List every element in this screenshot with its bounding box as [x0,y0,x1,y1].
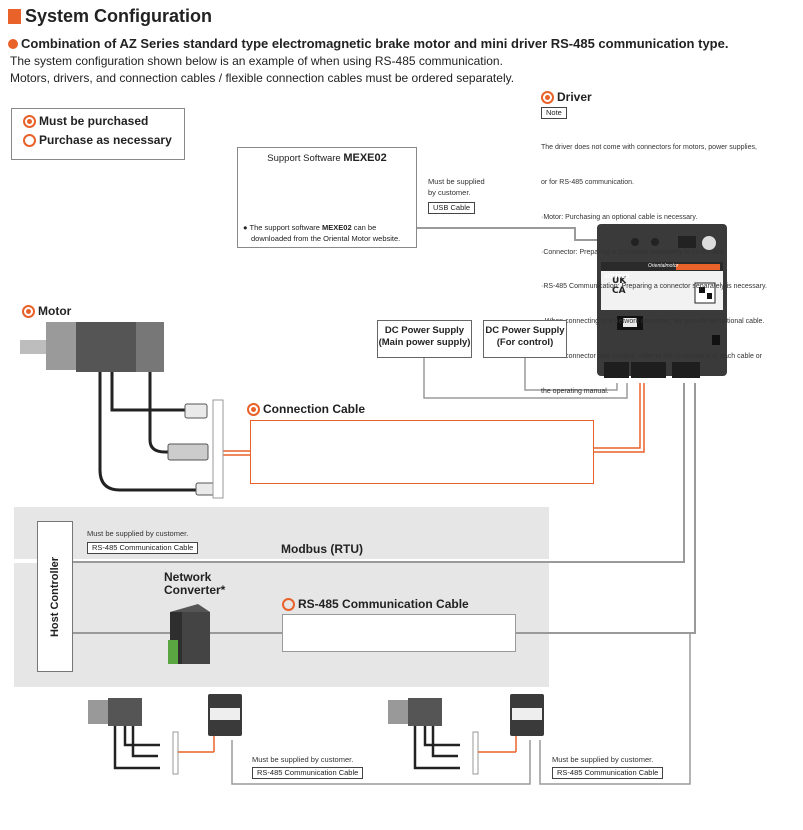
bullet-icon [8,39,18,49]
host-controller: Host Controller [37,521,73,672]
page-title: System Configuration [8,6,212,27]
bottom-system-left [88,694,242,775]
usb-cable-line [415,227,612,241]
bottom-system-right [388,694,544,775]
driver-notes: The driver does not come with connectors… [541,144,767,395]
svg-text:CA: CA [612,286,626,296]
must-purchase-icon [247,402,260,416]
host-cable-tag: RS-485 Communication Cable [87,542,199,554]
connection-cable-box [250,420,594,484]
network-converter-label: Network Converter* [164,570,226,597]
rs485-cable-box [282,614,516,652]
optional-purchase-icon [282,597,295,611]
motor-device [20,322,224,499]
legend-optional: Purchase as necessary [23,133,184,147]
legend-optional-label: Purchase as necessary [39,133,172,147]
bottom-note-left: Must be supplied by customer. [252,755,354,764]
dc-power-supply-control: DC Power Supply (For control) [483,320,567,358]
must-purchase-icon [22,304,35,318]
legend: Must be purchased Purchase as necessary [11,108,185,160]
usb-note: Must be supplied by customer. [428,177,485,197]
description-line: The system configuration shown below is … [10,54,503,68]
connection-cable-label: Connection Cable [247,402,365,416]
legend-must: Must be purchased [23,114,184,128]
support-software-note: ● The support software MEXE02 can be dow… [243,223,401,243]
support-software-box: Support Software MEXE02 ● The support so… [237,147,417,248]
modbus-line [71,383,685,563]
driver-motor-line [592,383,645,453]
rs485-line [514,383,696,634]
motor-label: Motor [22,304,71,318]
driver-label: Driver [541,90,592,104]
host-note: Must be supplied by customer. [87,529,189,538]
subtitle: Combination of AZ Series standard type e… [8,36,728,51]
modbus-label: Modbus (RTU) [281,542,363,556]
main-power-line [423,358,628,399]
svg-text:UK: UK [612,276,627,286]
usb-cable-tag: USB Cable [428,202,476,214]
driver-model: AZD-KX2D [604,274,630,280]
title-text: System Configuration [25,6,213,26]
control-power-line [524,358,618,391]
dc-power-supply-main: DC Power Supply (Main power supply) [377,320,472,358]
driver-brand: Orientalmotor [648,263,679,269]
network-converter-device [168,604,210,664]
optional-purchase-icon [23,133,36,147]
bottom-note-right: Must be supplied by customer. [552,755,654,764]
driver-device: UK CA [597,224,727,378]
bottom-cable-tag-left: RS-485 Communication Cable [252,767,364,779]
host-controller-label: Host Controller [49,556,61,637]
software-name: MEXE02 [343,152,387,164]
title-marker-icon [8,9,21,24]
must-purchase-icon [23,114,36,128]
support-software-title: Support Software MEXE02 [267,152,387,164]
description-line: Motors, drivers, and connection cables /… [10,71,515,85]
note-tag: Note [541,107,567,119]
must-purchase-icon [541,90,554,104]
subtitle-text: Combination of AZ Series standard type e… [21,36,729,51]
rs485-cable-label: RS-485 Communication Cable [282,597,469,611]
bottom-cable-tag-right: RS-485 Communication Cable [552,767,664,779]
legend-must-label: Must be purchased [39,114,149,128]
